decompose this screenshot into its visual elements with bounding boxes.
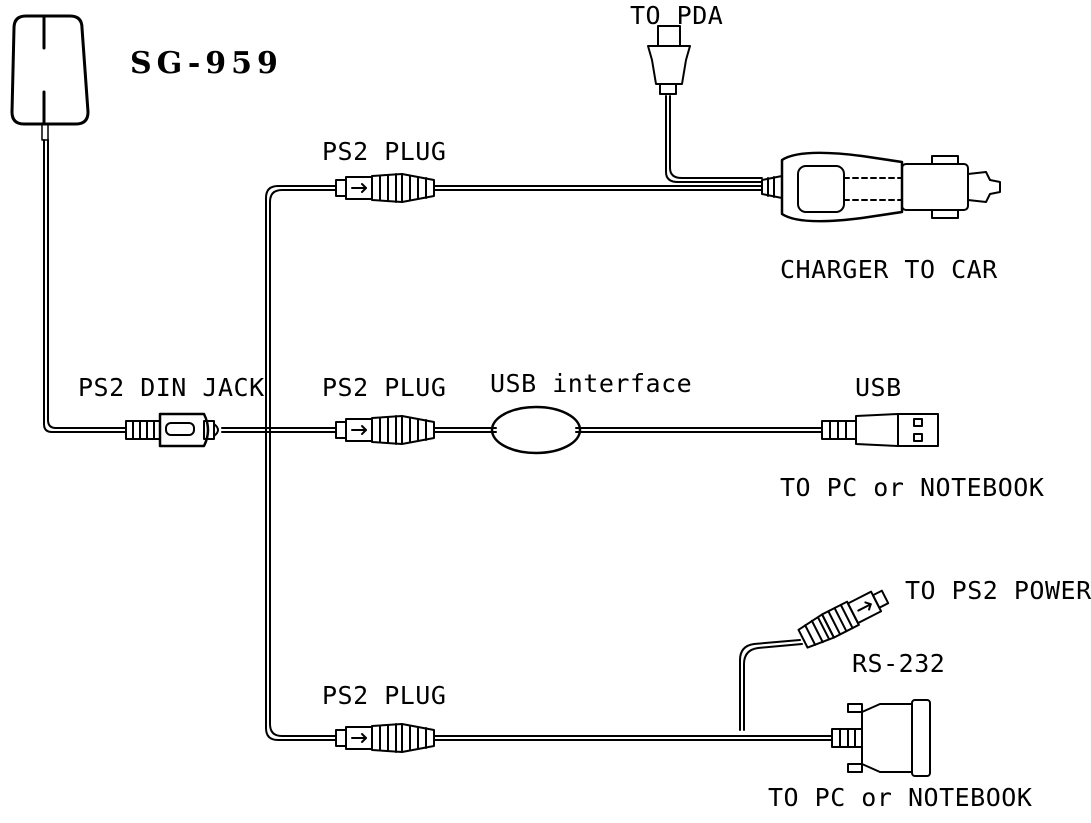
rs232-target-label: TO PC or NOTEBOOK bbox=[768, 783, 1033, 812]
ps2-power-label: TO PS2 POWER bbox=[905, 576, 1091, 605]
usb-label: USB bbox=[855, 373, 902, 402]
rs232-label: RS-232 bbox=[852, 649, 946, 678]
charger-label: CHARGER TO CAR bbox=[780, 255, 998, 284]
ps2-plug-top bbox=[335, 173, 435, 203]
device-model-label: SG-959 bbox=[130, 46, 283, 81]
usb-connector bbox=[821, 413, 939, 447]
ps2-plug-middle-label: PS2 PLUG bbox=[322, 373, 447, 402]
usb-cable bbox=[433, 427, 823, 433]
car-charger bbox=[761, 151, 1001, 223]
branch-cable bbox=[265, 185, 337, 741]
ps2-power-plug bbox=[797, 589, 890, 649]
jack-output-cable bbox=[221, 427, 337, 433]
pda-connector bbox=[647, 25, 691, 95]
charger-cable bbox=[433, 95, 763, 191]
pda-label: TO PDA bbox=[630, 1, 724, 30]
ps2-plug-bottom-label: PS2 PLUG bbox=[322, 681, 447, 710]
usb-interface-box bbox=[490, 405, 582, 455]
gps-receiver-sg959 bbox=[10, 14, 90, 126]
ps2-plug-middle bbox=[335, 415, 435, 445]
ps2-plug-top-label: PS2 PLUG bbox=[322, 137, 447, 166]
ps2-din-jack bbox=[125, 412, 219, 448]
ps2-plug-bottom bbox=[335, 723, 435, 753]
usb-interface-label: USB interface bbox=[490, 369, 693, 398]
usb-target-label: TO PC or NOTEBOOK bbox=[780, 473, 1045, 502]
din-jack-label: PS2 DIN JACK bbox=[78, 373, 265, 402]
rs232-cable bbox=[433, 639, 833, 741]
rs232-connector bbox=[831, 699, 931, 777]
receiver-cable bbox=[41, 123, 127, 433]
